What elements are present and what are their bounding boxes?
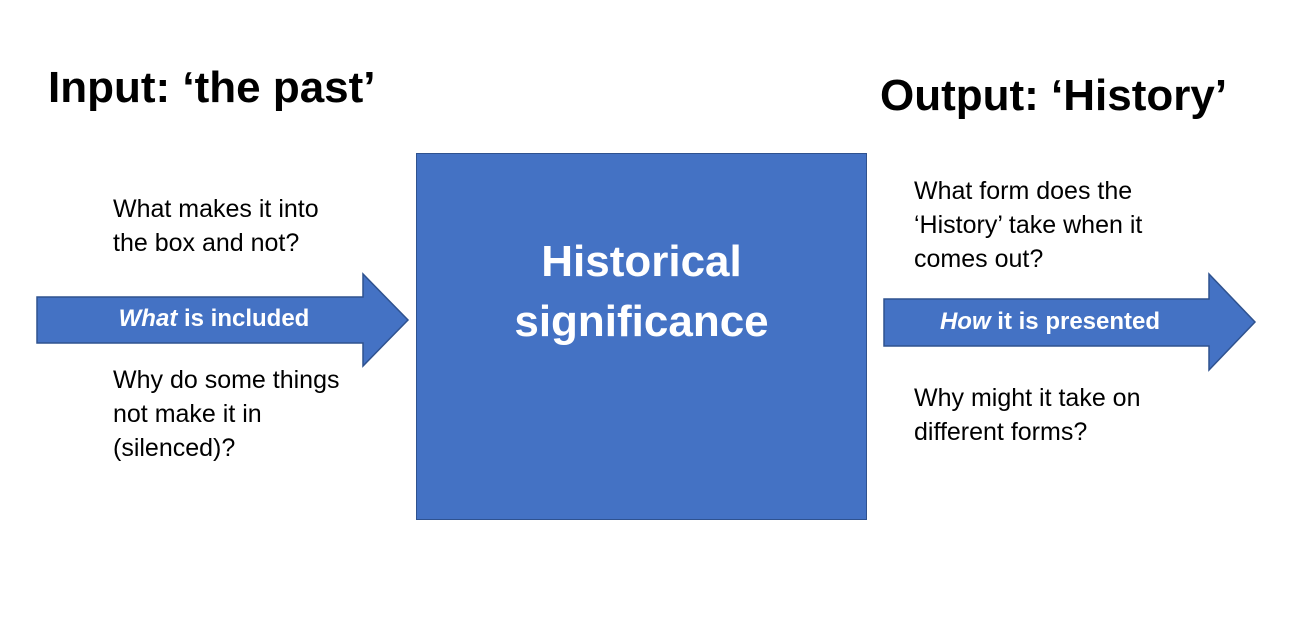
emphasis-word: How bbox=[939, 308, 991, 335]
output-heading: Output: ‘History’ bbox=[880, 71, 1228, 120]
right-arrow-icon bbox=[36, 272, 410, 368]
question-line: What form does the bbox=[914, 177, 1133, 205]
question-line: Why might it take on bbox=[914, 384, 1141, 412]
question-line: not make it in bbox=[113, 400, 262, 428]
silenced-question: Why do some things not make it in (silen… bbox=[113, 363, 340, 465]
question-line: ‘History’ take when it bbox=[914, 211, 1143, 239]
emphasis-word: What bbox=[118, 305, 178, 332]
input-heading: Input: ‘the past’ bbox=[48, 63, 376, 112]
box-title-line: significance bbox=[514, 297, 769, 346]
question-line: What makes it into bbox=[113, 195, 319, 223]
label-text: it is presented bbox=[990, 308, 1161, 335]
input-arrow-label: What is included bbox=[36, 305, 392, 333]
question-line: the box and not? bbox=[113, 229, 300, 257]
box-title: Historical significance bbox=[417, 232, 866, 352]
form-question: What form does the ‘History’ take when i… bbox=[914, 174, 1142, 276]
different-forms-question: Why might it take on different forms? bbox=[914, 381, 1140, 449]
box-title-line: Historical bbox=[541, 237, 742, 286]
input-arrow: What is included bbox=[36, 272, 410, 368]
question-line: (silenced)? bbox=[113, 434, 236, 462]
output-arrow: How it is presented bbox=[883, 272, 1257, 372]
right-arrow-icon bbox=[883, 272, 1257, 372]
question-line: Why do some things bbox=[113, 366, 340, 394]
inclusion-question: What makes it into the box and not? bbox=[113, 192, 319, 260]
question-line: different forms? bbox=[914, 418, 1088, 446]
label-text: is included bbox=[177, 305, 310, 332]
output-arrow-label: How it is presented bbox=[883, 308, 1217, 336]
question-line: comes out? bbox=[914, 245, 1044, 273]
historical-significance-box: Historical significance bbox=[416, 153, 867, 520]
